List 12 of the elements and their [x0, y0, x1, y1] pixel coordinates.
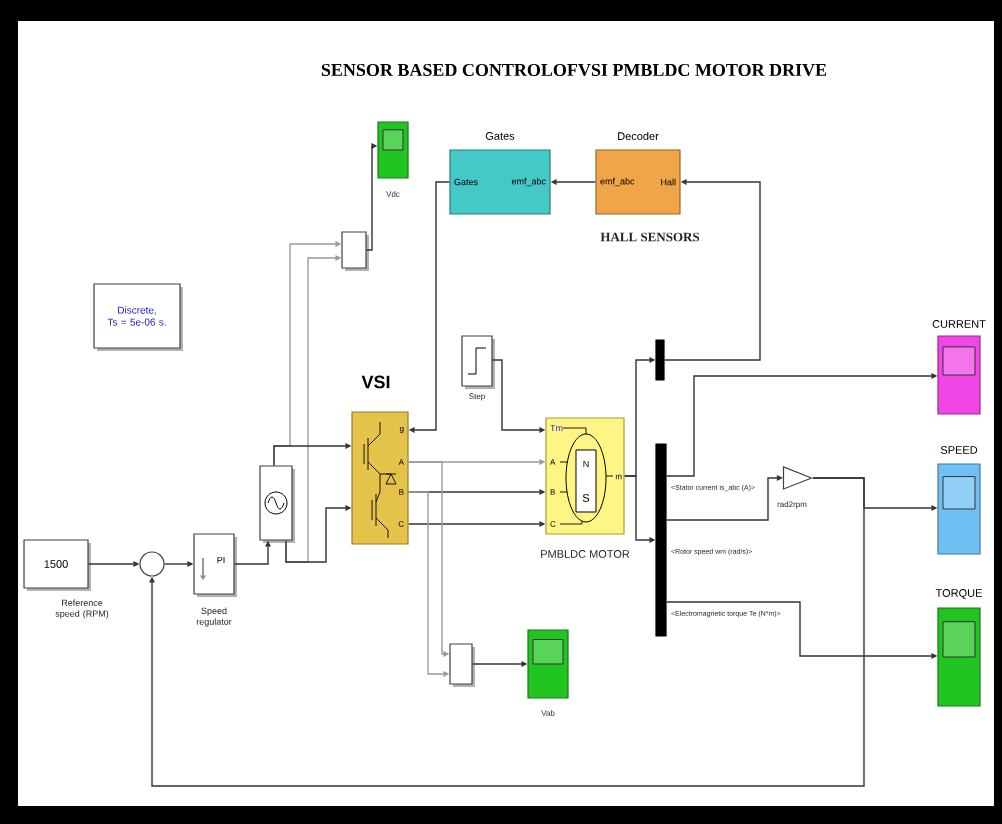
scope-block: [377, 121, 409, 179]
block-label: VSI: [361, 375, 390, 389]
measurement-block: [341, 231, 369, 271]
measurement-block: [449, 643, 475, 687]
demux-bar: [655, 339, 665, 381]
bus-selector-bar: [655, 443, 667, 637]
title: SENSOR BASED CONTROLOFVSI PMBLDC MOTOR DRIVE: [321, 63, 827, 77]
signal-line: [149, 477, 865, 787]
sum-block: [139, 551, 165, 577]
voltage-source-block: [259, 465, 295, 543]
scope-block: [527, 629, 569, 699]
step-block: [461, 335, 495, 389]
